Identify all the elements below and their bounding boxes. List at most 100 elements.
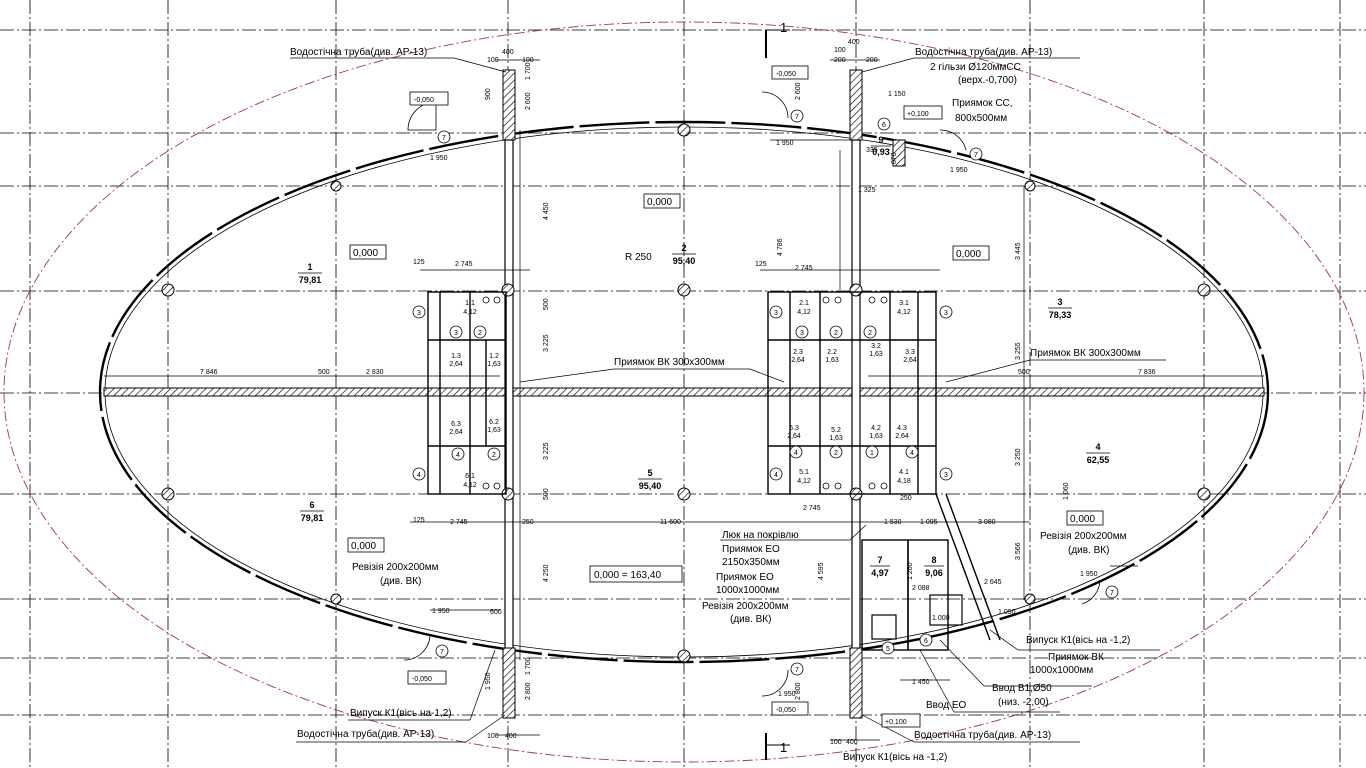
wc-number: 3.3 [905,349,915,356]
wc-number: 4.1 [899,469,909,476]
svg-text:1: 1 [870,450,874,457]
wc-block-right [767,291,937,495]
svg-text:7: 7 [440,649,444,656]
svg-text:500: 500 [318,369,330,376]
svg-text:2: 2 [478,330,482,337]
svg-text:870: 870 [891,152,898,164]
svg-text:500: 500 [1018,369,1030,376]
vertical-walls [502,69,863,719]
svg-text:3 225: 3 225 [543,442,550,460]
svg-text:3: 3 [800,330,804,337]
svg-text:250: 250 [900,495,912,502]
wc-number: 3.1 [899,300,909,307]
level-room2: 0,000 [647,197,672,208]
svg-text:400: 400 [846,739,858,746]
room-area: 79,81 [301,513,324,523]
svg-text:2 830: 2 830 [366,369,384,376]
note-pit-eo1-b: 2150х350мм [722,557,780,568]
note-pit-eo2-a: Приямок ЕО [716,572,774,583]
wc-area: 1,63 [869,433,883,440]
room-area: 95,40 [639,481,662,491]
note-inlet-1: Ввод В1,Ø50 [992,683,1052,694]
level-texts: 0,000 0,000 0,000 0,000 0,000 0,000 = 16… [351,71,1095,726]
columns [161,123,1211,663]
svg-text:200: 200 [834,57,846,64]
svg-text:4 250: 4 250 [543,564,550,582]
note-pit-vk-left: Приямок ВК 300х300мм [614,357,725,368]
note-drain-tr: Водостічна труба(див. АР-13) [915,46,1052,58]
note-revision-r-1: Ревізія 200х200мм [1040,531,1127,542]
note-outlet-bc: Випуск К1(вісь на -1,2) [843,752,947,763]
level-entrance-bc: -0,050 [776,707,796,714]
svg-text:3: 3 [944,472,948,479]
note-pit-eo1-a: Приямок ЕО [722,544,780,555]
annotations: Водостічна труба(див. АР-13) Водостічна … [290,46,1141,763]
svg-text:400: 400 [502,49,514,56]
room-area: 79,81 [299,275,322,285]
note-sleeves-2: (верх.-0,700) [958,75,1017,86]
note-revision-c-2: (див. ВК) [730,614,771,625]
svg-text:4: 4 [774,472,778,479]
svg-text:3: 3 [774,310,778,317]
note-pit-cc-2: 800х500мм [955,113,1007,124]
level-boxes [347,65,1104,728]
svg-text:1 325: 1 325 [858,187,876,194]
note-revision-c-1: Ревізія 200х200мм [702,601,789,612]
wc-number: 1.2 [489,353,499,360]
svg-text:1 060: 1 060 [1063,482,1070,500]
section-cut-markers [765,29,790,760]
wc-area: 4,12 [797,309,811,316]
wc-labels: 1.1 4,12 1.2 1,63 1.3 2,64 2.1 4,12 2.2 … [449,300,917,489]
dimension-lines [104,59,1264,741]
svg-text:2 745: 2 745 [450,519,468,526]
svg-text:3 080: 3 080 [978,519,996,526]
note-revision-l-1: Ревізія 200х200мм [352,562,439,573]
central-beam [103,387,1265,397]
leader-lines [290,57,1166,743]
svg-text:5: 5 [886,646,890,653]
level-entrance-tl: -0,050 [414,97,434,104]
svg-text:7: 7 [795,667,799,674]
svg-text:2 645: 2 645 [984,579,1002,586]
svg-text:100: 100 [830,739,842,746]
level-plus-b: +0,100 [885,719,907,726]
note-drain-tl: Водостічна труба(див. АР-13) [290,46,427,58]
room-number: 2 [681,243,686,253]
svg-text:2 745: 2 745 [803,505,821,512]
svg-text:125: 125 [413,259,425,266]
svg-text:7 846: 7 846 [200,369,218,376]
room-number: 5 [647,468,652,478]
technical-rooms [861,139,1001,651]
level-room4: 0,000 [1070,514,1095,525]
room-number: 4 [1095,442,1100,452]
svg-text:100: 100 [487,57,499,64]
wc-number: 6.1 [465,473,475,480]
svg-text:7: 7 [795,114,799,121]
note-outlet-r: Випуск К1(вісь на -1,2) [1026,635,1130,646]
note-outlet-bl: Випуск К1(вісь на-1,2) [350,708,452,719]
svg-text:1 050: 1 050 [998,609,1016,616]
svg-text:3 255: 3 255 [1015,342,1022,360]
svg-text:1 950: 1 950 [778,691,796,698]
wc-area: 4,18 [897,478,911,485]
level-entrance-tc: -0,050 [776,71,796,78]
wc-number: 3.2 [871,343,881,350]
svg-text:3 250: 3 250 [1015,448,1022,466]
room-area: 0,93 [872,147,890,157]
svg-text:1 950: 1 950 [776,140,794,147]
note-revision-l-2: (див. ВК) [380,576,421,587]
svg-text:900: 900 [485,88,492,100]
svg-text:1 000: 1 000 [932,615,950,622]
wc-area: 2,64 [787,433,801,440]
svg-text:400: 400 [505,733,517,740]
svg-text:2 800: 2 800 [525,682,532,700]
wc-block-left [427,291,507,495]
svg-text:2 600: 2 600 [525,92,532,110]
wc-area: 1,63 [869,351,883,358]
room-number: 9 [878,135,883,145]
wc-number: 4.2 [871,425,881,432]
dimension-texts: 400 100 100 400 100 200 200 1 950 1 950 … [200,39,1156,746]
svg-text:1 950: 1 950 [1080,571,1098,578]
svg-text:4 595: 4 595 [818,562,825,580]
